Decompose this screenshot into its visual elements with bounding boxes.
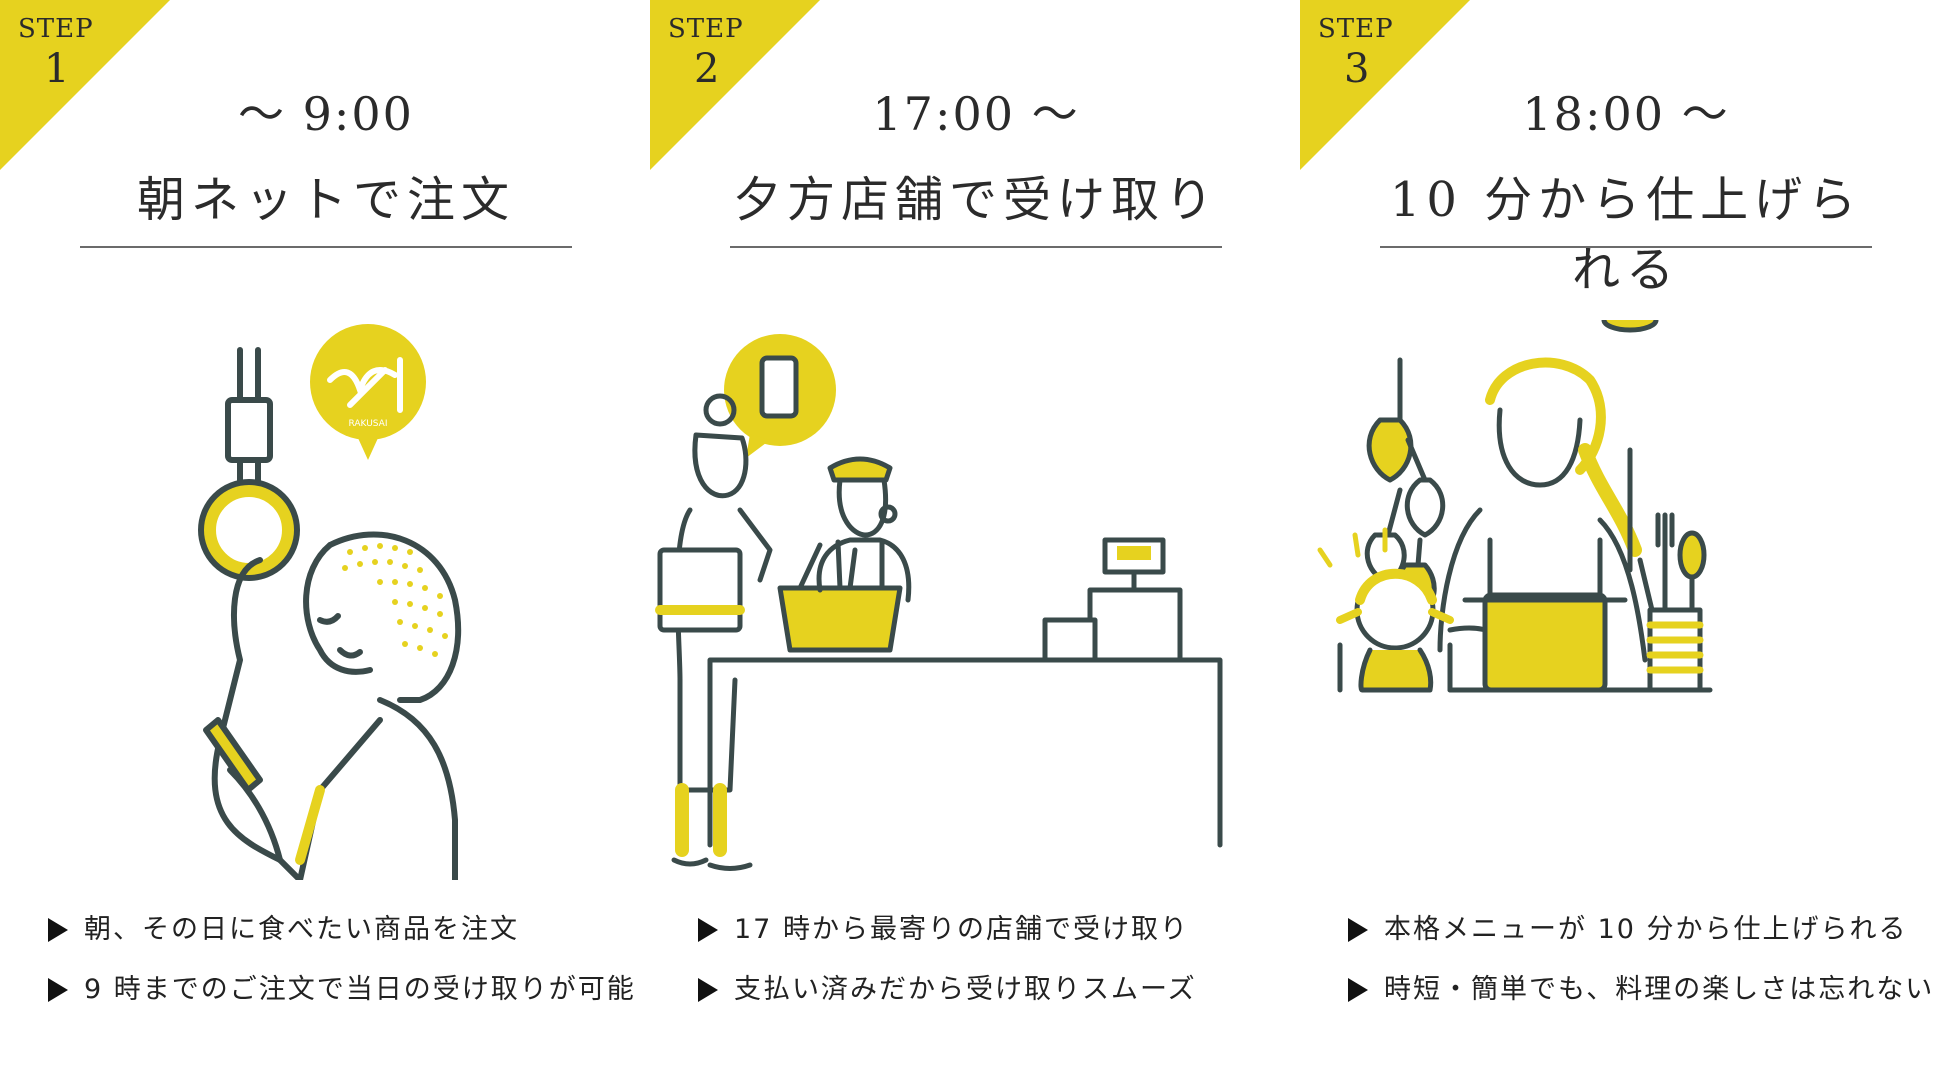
step-badge-triangle [0, 0, 170, 170]
step-bullets: 17 時から最寄りの店舗で受け取り 支払い済みだから受け取りスムーズ [698, 908, 1298, 1028]
title-divider [730, 246, 1222, 248]
triangle-bullet-icon [48, 918, 68, 942]
title-divider [1380, 246, 1872, 248]
rakusai-logo-bubble: RAKUSAI [310, 324, 426, 460]
bullet-item: 17 時から最寄りの店舗で受け取り [698, 908, 1298, 968]
home-cooking-illustration [1317, 320, 1713, 693]
bullet-text: 支払い済みだから受け取りスムーズ [734, 974, 1197, 1005]
step-number: 3 [1344, 46, 1370, 92]
step-badge-triangle [1300, 0, 1470, 170]
step-1-panel: STEP 1 ～ 9:00 朝ネットで注文 [0, 0, 650, 1088]
step-time: 18:00 ～ [1522, 87, 1730, 141]
step-label: STEP [18, 14, 94, 44]
triangle-bullet-icon [48, 978, 68, 1002]
step-time: 17:00 ～ [872, 87, 1080, 141]
bullet-item: 本格メニューが 10 分から仕上げられる [1348, 908, 1948, 968]
step-3-panel: STEP 3 18:00 ～ 10 分から仕上げられる [1300, 0, 1950, 1088]
triangle-bullet-icon [698, 978, 718, 1002]
bullet-item: 支払い済みだから受け取りスムーズ [698, 968, 1298, 1028]
bullet-text: 17 時から最寄りの店舗で受け取り [734, 914, 1189, 945]
triangle-bullet-icon [698, 918, 718, 942]
step-number: 2 [694, 46, 720, 92]
step-title: 夕方店舗で受け取り [732, 172, 1219, 228]
step-badge-triangle [650, 0, 820, 170]
commuter-ordering-illustration: RAKUSAI [198, 324, 461, 880]
step-badge: STEP 1 [0, 0, 170, 170]
step-title: 10 分から仕上げられる [1389, 172, 1863, 298]
step-title: 朝ネットで注文 [136, 172, 515, 228]
triangle-bullet-icon [1348, 918, 1368, 942]
logo-wordmark: RAKUSAI [349, 419, 388, 429]
step-number: 1 [44, 46, 70, 92]
step-2-panel: STEP 2 17:00 ～ 夕方店舗で受け取り [650, 0, 1300, 1088]
bullet-text: 9 時までのご注文で当日の受け取りが可能 [84, 974, 636, 1005]
step-bullets: 朝、その日に食べたい商品を注文 9 時までのご注文で当日の受け取りが可能 [48, 908, 648, 1028]
bullet-text: 時短・簡単でも、料理の楽しさは忘れない [1384, 974, 1935, 1005]
step-bullets: 本格メニューが 10 分から仕上げられる 時短・簡単でも、料理の楽しさは忘れない [1348, 908, 1948, 1028]
smartphone-bubble [724, 334, 836, 458]
step-time: ～ 9:00 [238, 87, 414, 141]
bullet-item: 朝、その日に食べたい商品を注文 [48, 908, 648, 968]
bullet-text: 本格メニューが 10 分から仕上げられる [1384, 914, 1908, 945]
step-badge: STEP 2 [650, 0, 820, 170]
store-pickup-illustration [655, 334, 1223, 871]
title-divider [80, 246, 572, 248]
bullet-text: 朝、その日に食べたい商品を注文 [84, 914, 519, 945]
step-badge: STEP 3 [1300, 0, 1470, 170]
triangle-bullet-icon [1348, 978, 1368, 1002]
bullet-item: 時短・簡単でも、料理の楽しさは忘れない [1348, 968, 1948, 1028]
step-label: STEP [1318, 14, 1394, 44]
bullet-item: 9 時までのご注文で当日の受け取りが可能 [48, 968, 648, 1028]
step-label: STEP [668, 14, 744, 44]
